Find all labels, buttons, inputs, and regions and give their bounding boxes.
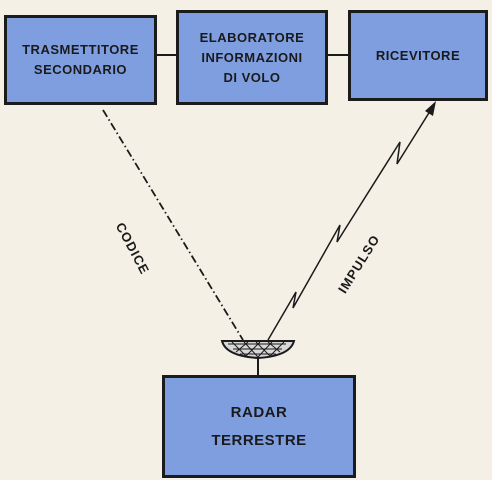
receiver-box: RICEVITORE xyxy=(348,10,488,101)
secondary-transmitter-box: TRASMETTITORE SECONDARIO xyxy=(4,15,157,105)
flight-processor-label: ELABORATORE INFORMAZIONI DI VOLO xyxy=(199,29,305,85)
secondary-transmitter-label: TRASMETTITORE SECONDARIO xyxy=(22,42,139,77)
receiver-label: RICEVITORE xyxy=(375,47,461,63)
flight-processor-box: ELABORATORE INFORMAZIONI DI VOLO xyxy=(176,10,328,105)
code-signal-line xyxy=(102,109,244,341)
ground-radar-box: RADAR TERRESTRE xyxy=(162,375,356,478)
pulse-arrowhead xyxy=(425,101,436,116)
pulse-signal-line xyxy=(267,107,433,341)
antenna-mesh xyxy=(228,341,286,358)
ground-radar-label: RADAR TERRESTRE xyxy=(211,403,307,449)
